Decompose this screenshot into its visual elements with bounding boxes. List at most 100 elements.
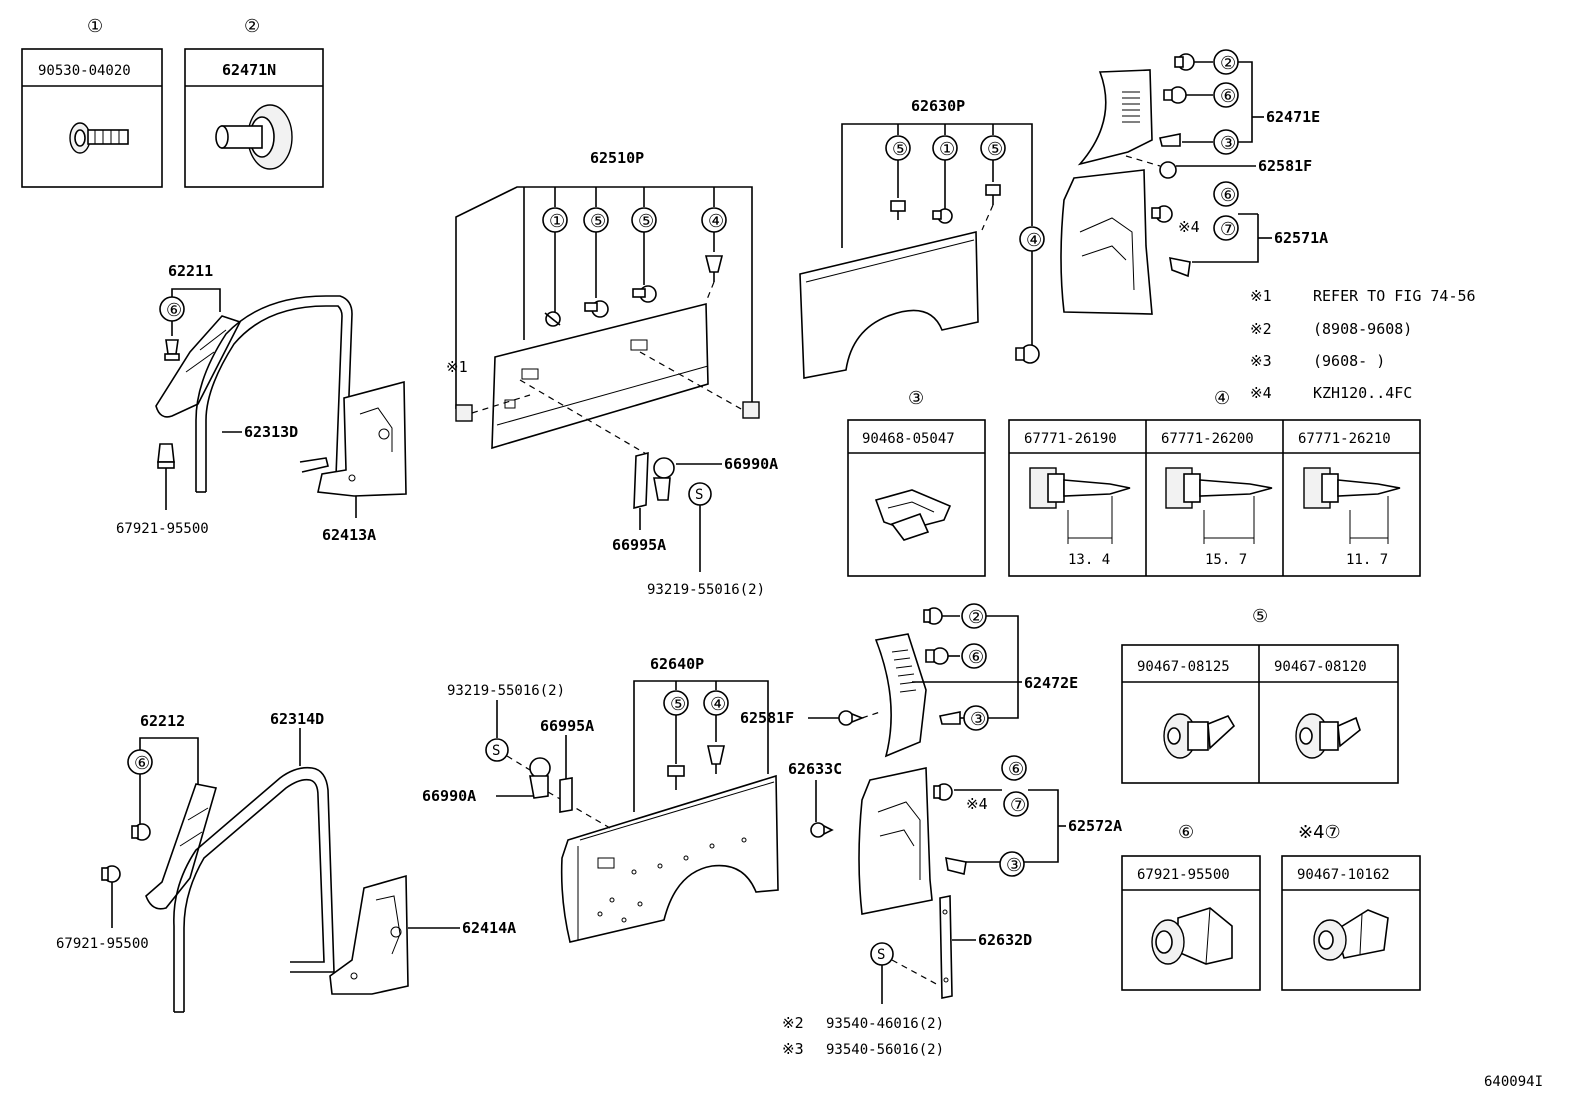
callout-3: ③ <box>970 709 986 730</box>
label-62314D: 62314D <box>270 710 324 728</box>
group-62314D: 62314D <box>173 710 335 1013</box>
pad-icon <box>742 401 760 419</box>
callout-5: ⑤ <box>892 139 908 160</box>
callout-6: ⑥ <box>968 647 984 668</box>
group-66990A-bottom: 93219-55016(2) S 66995A 66990A <box>422 683 594 813</box>
box3-index: ③ <box>908 388 924 409</box>
callout-s: S <box>492 743 500 759</box>
label-66995A-top: 66995A <box>612 536 666 554</box>
label-62211: 62211 <box>168 262 213 280</box>
group-62313D: 62313D <box>195 295 353 493</box>
bolt-90530-icon <box>69 122 129 154</box>
clip-icon <box>810 822 834 838</box>
star1-mark: ※1 <box>446 358 468 376</box>
clip-icon <box>1159 133 1181 147</box>
label-67921-bot: 67921-95500 <box>56 936 149 952</box>
group-62211: 62211 ⑥ 67921-95500 <box>116 262 242 537</box>
callout-7: ⑦ <box>1010 795 1026 816</box>
clip-icon <box>945 856 967 875</box>
clip-icon <box>1015 344 1040 364</box>
clip-icon <box>584 300 609 318</box>
legend-box-1: ① 90530-04020 <box>21 16 163 188</box>
clip-icon <box>667 765 685 790</box>
box2-index: ② <box>244 16 260 37</box>
star4-mark: ※4 <box>1178 218 1200 236</box>
callout-5: ⑤ <box>670 694 686 715</box>
star4-mark: ※4 <box>966 795 988 813</box>
callout-s: S <box>695 487 703 503</box>
vent-grille-icon <box>1122 91 1140 123</box>
note-mark-4: ※4 <box>1250 384 1272 402</box>
fastener-90467-10162-icon <box>1313 909 1389 961</box>
box4-dim-1: 13. 4 <box>1068 552 1110 568</box>
quarter-trim-panel-62640P <box>560 774 779 943</box>
bracket-62632D <box>939 895 953 999</box>
callout-2: ② <box>1220 53 1236 74</box>
clip-icon <box>933 783 953 801</box>
label-62472E: 62472E <box>1024 674 1078 692</box>
label-62414A: 62414A <box>462 919 516 937</box>
label-62471E: 62471E <box>1266 108 1320 126</box>
callout-6: ⑥ <box>1220 185 1236 206</box>
push-rivet-26190-icon <box>1029 467 1131 544</box>
box4-dim-3: 11. 7 <box>1346 552 1388 568</box>
label-93540-46016: 93540-46016(2) <box>826 1016 944 1032</box>
pillar-trim-62472E <box>874 633 927 758</box>
pillar-trim-62471E <box>1077 69 1153 166</box>
box3-part-number: 90468-05047 <box>862 431 955 447</box>
box2-part-number: 62471N <box>222 61 276 79</box>
box1-frame <box>21 48 163 188</box>
bracket-66995A <box>559 777 573 813</box>
label-62581F-bot: 62581F <box>740 709 794 727</box>
legend-box-2: ② 62471N <box>184 16 324 188</box>
label-62581F-top: 62581F <box>1258 157 1312 175</box>
callout-2: ② <box>968 607 984 628</box>
latch-66990A <box>529 757 551 799</box>
callout-1: ① <box>549 211 565 232</box>
group-62630P: 62630P ⑤ ① ⑤ ④ <box>799 97 1045 379</box>
label-62572A: 62572A <box>1068 817 1122 835</box>
box6-part-number: 67921-95500 <box>1137 867 1230 883</box>
step-trim-62413A <box>317 380 407 497</box>
callout-3: ③ <box>1220 133 1236 154</box>
group-62633C: 62633C <box>788 760 842 838</box>
group-62572A: ※4 ⑥ ⑦ ③ 62572A <box>858 755 1122 915</box>
clip-icon <box>838 710 865 726</box>
step-trim-62414A <box>329 874 409 995</box>
clip-icon <box>164 339 180 361</box>
clip-icon <box>1159 161 1177 179</box>
quarter-trim-panel-62630P <box>799 230 979 379</box>
clip-icon <box>890 200 906 220</box>
clip-icon <box>925 647 949 665</box>
box5-frame <box>1121 644 1399 784</box>
note-ref-2: ※2 <box>782 1014 804 1032</box>
group-62571A: ※4 ⑥ ⑦ 62571A <box>1060 169 1328 315</box>
pillar-lower-trim-62571A <box>1060 169 1153 315</box>
label-66995A-bot: 66995A <box>540 717 594 735</box>
legend-box-3: ③ 90468-05047 <box>847 388 986 577</box>
pillar-garnish-62211 <box>155 315 242 418</box>
group-62510P: 62510P ① ⑤ ⑤ ④ ※1 <box>446 149 760 456</box>
weatherstrip-62314D <box>173 766 335 1012</box>
label-62413A: 62413A <box>322 526 376 544</box>
latch-66990A <box>653 457 675 501</box>
panel-holes <box>597 837 747 923</box>
screw-grommet-08125-icon <box>1163 713 1236 759</box>
box4-dim-2: 15. 7 <box>1205 552 1247 568</box>
callout-6: ⑥ <box>1008 759 1024 780</box>
screw-grommet-08120-icon <box>1295 713 1361 759</box>
clip-icon <box>985 184 1001 205</box>
group-62212: 62212 ⑥ 67921-95500 <box>56 712 218 952</box>
fastener-67921-icon <box>1151 907 1233 965</box>
door-trim-panel-62510P <box>491 302 709 450</box>
callout-5: ⑤ <box>590 211 606 232</box>
bracket-66995A <box>633 451 649 510</box>
notes-block: ※1 REFER TO FIG 74-56 ※2 (8908-9608) ※3 … <box>1250 287 1476 402</box>
group-62471E: ② ⑥ ③ 62471E 62581F <box>1077 49 1320 179</box>
callout-s: S <box>877 947 885 963</box>
push-rivet-26210-icon <box>1303 467 1401 544</box>
box4-part-1: 67771-26190 <box>1024 431 1117 447</box>
note-text-3: (9608- ) <box>1313 352 1385 370</box>
